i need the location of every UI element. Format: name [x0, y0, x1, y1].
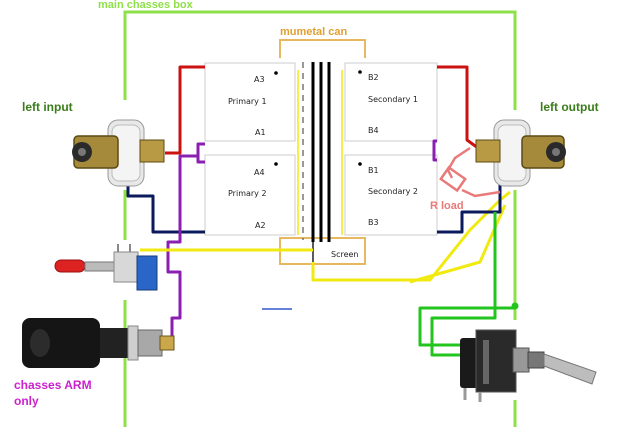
terminal-b1: B1: [368, 166, 379, 175]
primary2-label: Primary 2: [228, 189, 267, 198]
primary-windings: A3 Primary 1 A1 A4 Primary 2 A2: [204, 62, 296, 236]
terminal-b3: B3: [368, 218, 379, 227]
wire-red-output: [437, 65, 479, 150]
chasses-arm-label-2: only: [14, 394, 39, 408]
left-input-jack: [72, 119, 165, 187]
main-chasses-box: [123, 10, 517, 427]
left-input-label: left input: [22, 100, 73, 114]
chasses-arm-label-1: chasses ARM: [14, 378, 92, 392]
terminal-b4: B4: [368, 126, 379, 135]
wire-navy-output: [437, 180, 502, 234]
chasses-arm-plug: [22, 318, 175, 368]
secondary1-box: [344, 62, 438, 142]
left-output-jack: [475, 119, 566, 187]
secondary-windings: B2 Secondary 1 B4 B1 Secondary 2 B3: [344, 62, 438, 236]
r-load-label: R load: [430, 200, 464, 212]
terminal-a1: A1: [255, 128, 266, 137]
dot-b2: [358, 70, 362, 74]
terminal-a2: A2: [255, 221, 266, 230]
dot-b1: [358, 162, 362, 166]
mumetal-can-label: mumetal can: [280, 26, 348, 38]
dot-a3: [274, 71, 278, 75]
terminal-b2: B2: [368, 73, 379, 82]
terminal-a3: A3: [254, 75, 265, 84]
bobbin-lines: [297, 70, 343, 235]
wire-purple-down: [166, 154, 198, 342]
wire-green-2: [430, 212, 497, 357]
wire-green-1: [418, 306, 515, 347]
dot-a4: [274, 162, 278, 166]
primary1-box: [204, 62, 296, 142]
primary2-box: [204, 154, 296, 236]
secondary2-label: Secondary 2: [368, 187, 418, 196]
iron-core: [311, 62, 331, 242]
main-box-label: main chasses box: [98, 0, 194, 11]
left-output-label: left output: [540, 100, 599, 114]
primary1-label: Primary 1: [228, 97, 267, 106]
green-junction: [511, 302, 519, 310]
wire-yellow-long: [409, 204, 507, 284]
ground-switch: [54, 244, 158, 291]
wires: [126, 65, 519, 357]
wire-red-input: [165, 65, 205, 155]
r-load-resistor: [439, 146, 501, 198]
wire-navy-input: [126, 178, 205, 234]
wire-purple-link: [196, 142, 205, 164]
wire-yellow-output: [311, 190, 511, 282]
output-toggle-switch: [460, 329, 597, 402]
screen-label: Screen: [331, 250, 359, 259]
secondary1-label: Secondary 1: [368, 95, 418, 104]
terminal-a4: A4: [254, 168, 265, 177]
wire-purple-secondary: [432, 139, 437, 162]
secondary2-box: [344, 154, 438, 236]
